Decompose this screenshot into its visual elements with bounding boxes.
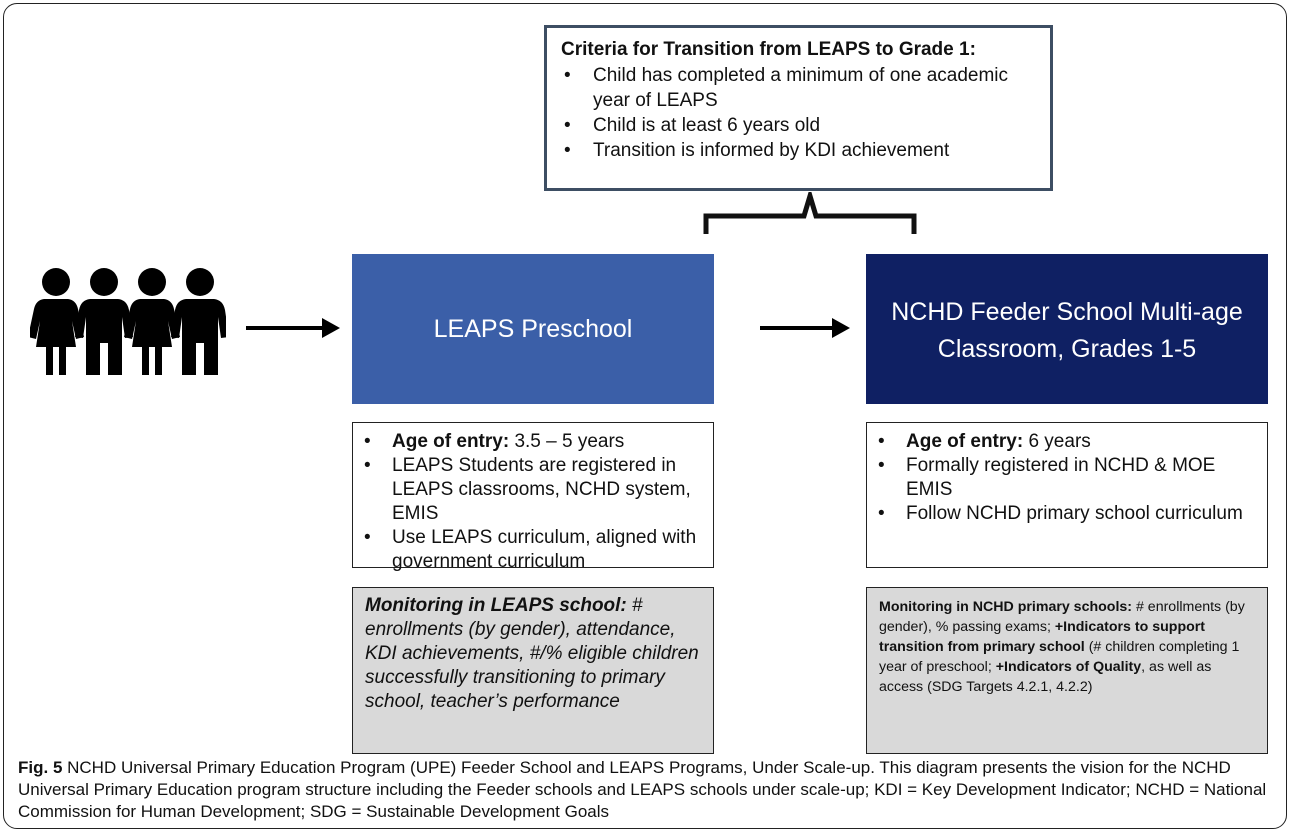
figure-caption: Fig. 5 NCHD Universal Primary Education … xyxy=(18,757,1278,823)
nchd-monitoring-box: Monitoring in NCHD primary schools: # en… xyxy=(866,587,1268,754)
leaps-age-label: Age of entry: xyxy=(392,431,510,452)
leaps-monitoring-label: Monitoring in LEAPS school: xyxy=(365,595,627,616)
leaps-age-item: Age of entry: 3.5 – 5 years xyxy=(361,430,705,454)
leaps-info-box: Age of entry: 3.5 – 5 years LEAPS Studen… xyxy=(352,422,714,572)
curly-brace-icon xyxy=(703,192,917,234)
nchd-info-item: Follow NCHD primary school curriculum xyxy=(875,502,1259,526)
nchd-monitoring-text-3: , as well as access (SDG Targets 4.2.1, … xyxy=(879,659,1212,695)
figure-frame xyxy=(3,3,1287,829)
criteria-title: Criteria for Transition from LEAPS to Gr… xyxy=(561,39,976,60)
leaps-age-value: 3.5 – 5 years xyxy=(509,431,625,452)
figure-number: Fig. 5 xyxy=(18,758,63,777)
children-group-icon xyxy=(30,268,226,375)
leaps-preschool-title: LEAPS Preschool xyxy=(433,314,633,343)
right-arrow-icon xyxy=(760,318,850,338)
nchd-title-line2: Classroom, Grades 1-5 xyxy=(937,335,1197,363)
nchd-monitoring-indicators-transition: +Indicators to support transition from p… xyxy=(879,619,1206,655)
leaps-info-item: LEAPS Students are registered in LEAPS c… xyxy=(361,454,705,526)
caption-text: NCHD Universal Primary Education Program… xyxy=(18,758,1267,821)
nchd-age-label: Age of entry: xyxy=(906,431,1024,452)
nchd-monitoring-text-1: # enrollments (by gender), % passing exa… xyxy=(879,599,1245,635)
leaps-monitoring-text: # enrollments (by gender), attendance, K… xyxy=(365,595,699,712)
criteria-box: Criteria for Transition from LEAPS to Gr… xyxy=(544,25,1053,191)
nchd-title-line1: NCHD Feeder School Multi-age xyxy=(891,298,1243,326)
nchd-info-box: Age of entry: 6 years Formally registere… xyxy=(866,422,1268,568)
nchd-age-value: 6 years xyxy=(1023,431,1091,452)
nchd-age-item: Age of entry: 6 years xyxy=(875,430,1259,454)
right-arrow-icon xyxy=(246,318,340,338)
criteria-list: Child has completed a minimum of one aca… xyxy=(561,63,1036,163)
nchd-info-item: Formally registered in NCHD & MOE EMIS xyxy=(875,454,1259,502)
leaps-info-item: Use LEAPS curriculum, aligned with gover… xyxy=(361,526,705,574)
criteria-item: Child has completed a minimum of one aca… xyxy=(561,63,1036,113)
nchd-monitoring-indicators-quality: +Indicators of Quality xyxy=(995,659,1142,675)
leaps-preschool-box: LEAPS Preschool xyxy=(352,254,714,404)
criteria-item: Child is at least 6 years old xyxy=(561,113,1036,138)
criteria-item: Transition is informed by KDI achievemen… xyxy=(561,138,1036,163)
nchd-feeder-school-box: NCHD Feeder School Multi-age Classroom, … xyxy=(866,254,1268,404)
nchd-monitoring-text-2: (# children completing 1 year of prescho… xyxy=(879,639,1240,675)
leaps-monitoring-box: Monitoring in LEAPS school: # enrollment… xyxy=(352,587,714,754)
nchd-monitoring-label: Monitoring in NCHD primary schools: xyxy=(879,599,1133,615)
